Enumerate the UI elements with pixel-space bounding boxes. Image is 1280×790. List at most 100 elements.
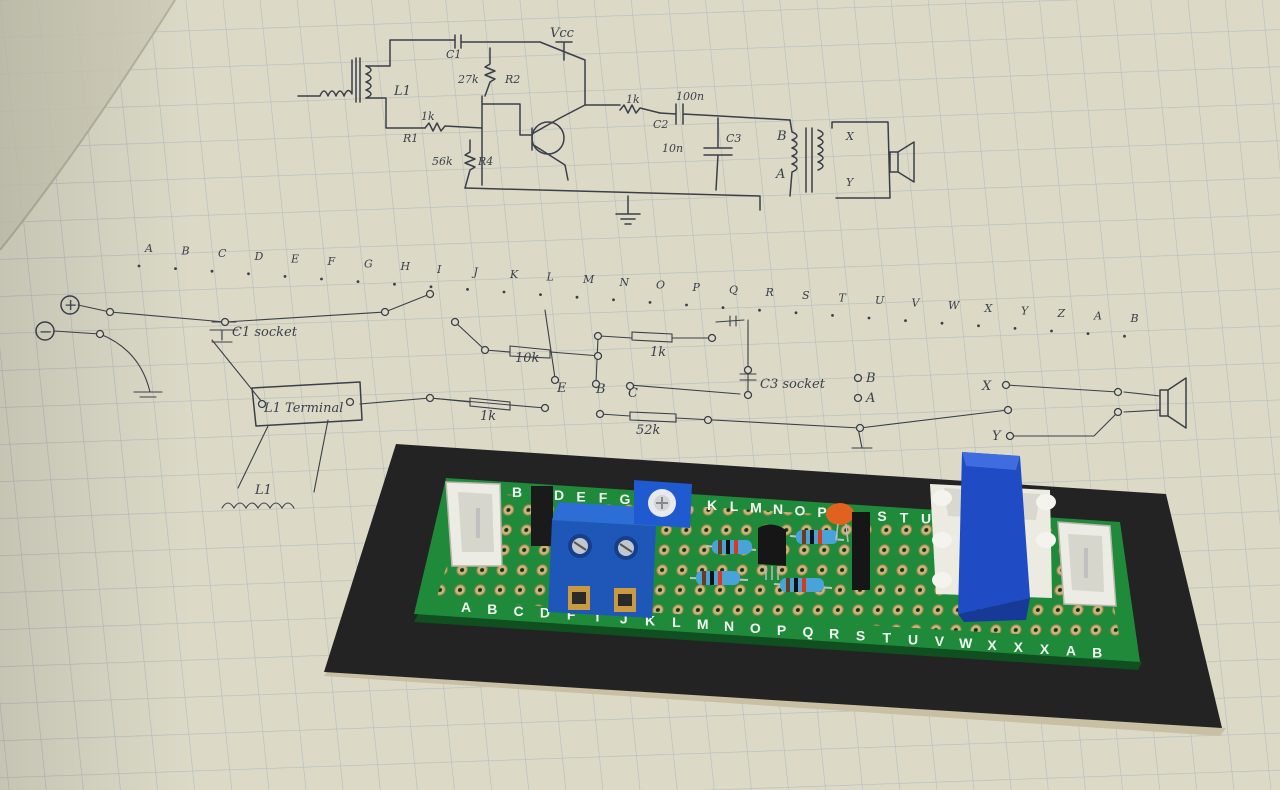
board-bottom-label: L (672, 614, 681, 630)
label-c: C (628, 386, 638, 401)
speaker-symbol (889, 141, 915, 183)
layout-column-dot (685, 303, 688, 307)
board-top-label: B (512, 484, 522, 500)
label-c2-value: 100n (676, 90, 704, 103)
label-l1-coil: L1 (254, 483, 272, 498)
board-bottom-label: X (987, 637, 997, 653)
layout-column-label: B (1130, 312, 1139, 325)
layout-column-label: P (692, 281, 701, 294)
layout-column-dot (1086, 332, 1090, 335)
board-bottom-label: I (596, 609, 600, 625)
board-top-label: F (599, 490, 608, 506)
board-bottom-label: F (567, 607, 576, 623)
board-bottom-label: U (908, 631, 918, 647)
layout-column-label: Y (1021, 304, 1030, 317)
board-top-label: E (576, 488, 585, 504)
layout-column-dot (466, 288, 469, 291)
layout-column-label: N (619, 276, 630, 289)
schematic-drawing: L1 C1 Vcc 27k R2 1k R1 56k R4 1k 100n C2 (297, 26, 915, 225)
board-bottom-label: C (514, 603, 524, 619)
label-tap-b-layout: B (865, 371, 876, 386)
board-bottom-label: A (461, 599, 471, 615)
board-top-label: S (877, 508, 886, 524)
layout-column-label: G (364, 258, 373, 271)
label-c3: C3 (726, 132, 741, 145)
label-c3-socket: C3 socket (760, 377, 826, 392)
layout-column-label: H (400, 260, 411, 273)
layout-column-dot (831, 314, 834, 317)
label-l1-terminal: L1 Terminal (263, 401, 343, 416)
label-r-1k-top: 1k (650, 345, 666, 360)
layout-column-label: B (181, 245, 190, 258)
label-r2-value: 27k (457, 73, 479, 86)
layout-column-dot (612, 298, 615, 302)
board-bottom-label: V (935, 633, 945, 649)
board-bottom-label: O (750, 620, 761, 636)
board-top-label: O (795, 503, 806, 519)
label-r3-value: 1k (626, 93, 640, 106)
layout-column-label: T (839, 291, 848, 304)
layout-column-dots (137, 264, 1126, 338)
layout-column-dot (1050, 329, 1053, 333)
layout-column-dot (977, 324, 980, 328)
layout-column-dot (137, 264, 141, 268)
layout-column-dot (502, 290, 506, 294)
label-e: E (556, 381, 567, 396)
label-l1: L1 (393, 84, 411, 99)
label-r-52k: 52k (636, 423, 661, 438)
layout-column-dot (210, 269, 214, 273)
board-bottom-label: W (959, 635, 973, 651)
board-top-label: K (707, 497, 717, 513)
label-c1-socket: C1 socket (232, 325, 298, 340)
board-bottom-label: B (487, 601, 497, 617)
layout-column-dot (940, 321, 944, 325)
layout-column-label: M (582, 273, 595, 286)
capacitor-socket (852, 512, 870, 590)
label-c3-value: 10n (662, 142, 683, 155)
coil-l1 (365, 65, 372, 99)
layout-column-dot (867, 316, 871, 320)
screw-terminal-block (548, 502, 660, 618)
layout-column-label: R (765, 286, 774, 299)
header-pin (531, 486, 553, 546)
board-top-label: U (921, 511, 931, 527)
label-r-1k-bottom: 1k (480, 409, 496, 424)
audio-transformer (930, 452, 1056, 622)
board-top-label: P (817, 504, 826, 520)
label-tap-b: B (776, 129, 787, 144)
resistor-1 (705, 540, 757, 554)
board-bottom-label: J (620, 610, 628, 626)
label-r4: R4 (477, 155, 493, 168)
board-bottom-label: Q (802, 624, 813, 640)
transistor (758, 524, 786, 580)
label-tap-x: X (845, 130, 855, 143)
board-top-label: G (620, 491, 631, 507)
board-bottom-label: X (1040, 641, 1050, 657)
resistor-2 (689, 571, 749, 585)
layout-column-label: J (472, 265, 479, 278)
layout-column-dot (721, 306, 725, 309)
layout-column-label: A (144, 242, 153, 255)
board-top-label: L (730, 498, 739, 514)
layout-column-label: C (218, 247, 227, 260)
layout-column-label: W (948, 299, 961, 312)
ceramic-capacitor (826, 503, 854, 543)
layout-column-dot (356, 280, 360, 283)
layout-column-label: L (546, 271, 554, 284)
layout-column-dot (1123, 334, 1126, 338)
label-x: X (981, 379, 992, 394)
layout-speaker (1159, 377, 1187, 429)
label-c1: C1 (446, 48, 461, 61)
layout-column-label: X (984, 302, 994, 315)
label-r1-value: 1k (421, 110, 435, 123)
layout-column-dot (758, 308, 761, 312)
label-y: Y (992, 429, 1002, 444)
layout-column-dot (539, 293, 542, 296)
layout-column-label: Q (729, 284, 738, 297)
board-bottom-label: M (697, 616, 709, 632)
layout-column-label: V (912, 297, 921, 310)
